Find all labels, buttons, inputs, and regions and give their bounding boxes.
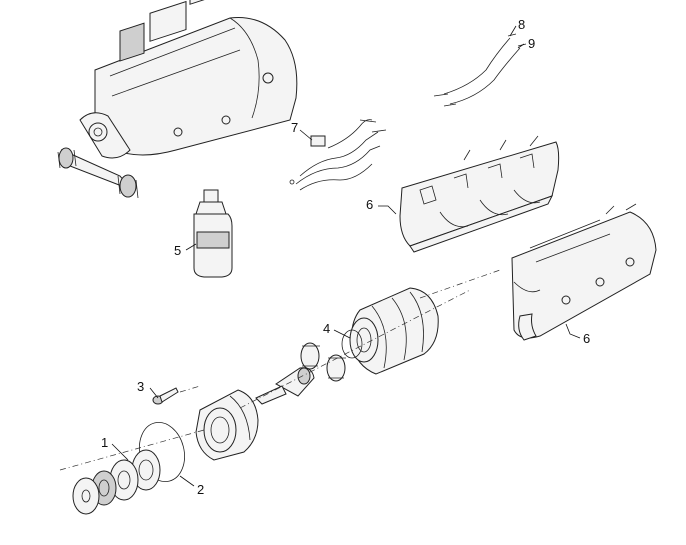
callout-leaders [111,25,581,487]
brush-wire-set [289,119,387,191]
callout-4: 4 [323,321,330,336]
pump-head-flange [195,389,259,461]
callout-2: 2 [197,482,204,497]
seal-washer-stack [72,449,161,515]
housing-shell-upper [399,135,560,253]
callout-6-upper: 6 [366,197,373,212]
wobble-plate [255,367,315,405]
callout-7: 7 [291,120,298,135]
screw [152,387,179,405]
callout-3: 3 [137,379,144,394]
callout-8: 8 [518,17,525,32]
cable-set [433,33,527,107]
callout-5: 5 [174,243,181,258]
callout-6-lower: 6 [583,331,590,346]
electric-motor [300,287,439,382]
callout-9: 9 [528,36,535,51]
oil-bottle [193,189,233,278]
assembled-pump-unit [57,0,298,199]
assembly-centerlines [59,269,501,471]
callout-1: 1 [101,435,108,450]
callout-labels: 1 2 3 4 5 6 6 7 8 9 [101,17,590,497]
housing-shell-lower [511,203,657,341]
